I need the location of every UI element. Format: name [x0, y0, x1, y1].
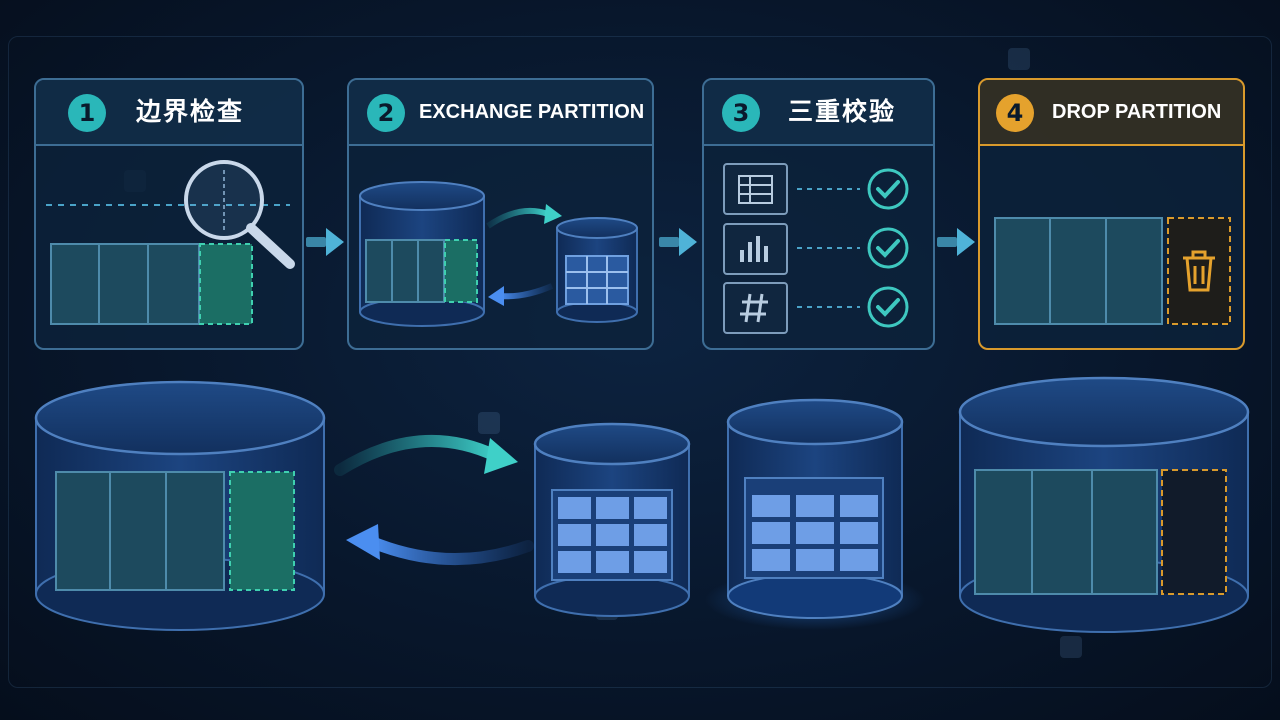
- trash-icon: [1183, 250, 1215, 292]
- step-title: 边界检查: [136, 97, 245, 126]
- check-circle-icon: [867, 286, 909, 328]
- source-table-cylinder-icon: [34, 380, 326, 631]
- step-title: DROP PARTITION: [1052, 101, 1222, 123]
- watermark-logo-icon: [478, 412, 500, 434]
- staging-table-cylinder-icon: [533, 422, 691, 617]
- check-circle-icon: [867, 168, 909, 210]
- step-card-header: 4 DROP PARTITION: [980, 80, 1243, 146]
- exchange-arrows-icon: [334, 434, 534, 566]
- check-row-hash: [723, 282, 909, 334]
- history-table-cylinder-icon: [726, 398, 904, 619]
- check-row-stats: [723, 223, 909, 275]
- table-icon: [738, 175, 773, 204]
- database-cylinder-large-icon: [359, 181, 485, 327]
- watermark-logo-icon: [1008, 48, 1030, 70]
- step-card-header: 2 EXCHANGE PARTITION: [349, 80, 652, 146]
- check-circle-icon: [867, 227, 909, 269]
- step-card-header: 3 三重校验: [704, 80, 933, 146]
- step-number-badge: 1: [68, 94, 106, 132]
- result-table-cylinder-icon: [958, 376, 1250, 633]
- partition-row-icon: [46, 204, 290, 325]
- outer-frame: [8, 36, 1272, 688]
- bar-chart-icon: [740, 236, 768, 262]
- step-number-badge: 4: [996, 94, 1034, 132]
- partition-row-icon: [994, 217, 1231, 325]
- magnifier-icon: [184, 160, 295, 269]
- step-card-header: 1 边界检查: [36, 80, 302, 146]
- database-cylinder-small-icon: [556, 217, 638, 323]
- step-number-badge: 2: [367, 94, 405, 132]
- step-title: EXCHANGE PARTITION: [419, 101, 645, 123]
- hash-icon: [740, 293, 768, 323]
- watermark-logo-icon: [1060, 636, 1082, 658]
- step-title: 三重校验: [788, 97, 897, 126]
- chevron-right-arrow-icon: [306, 228, 975, 256]
- check-row-table: [723, 163, 909, 215]
- exchange-arrows-icon: [486, 204, 562, 306]
- step-number-badge: 3: [722, 94, 760, 132]
